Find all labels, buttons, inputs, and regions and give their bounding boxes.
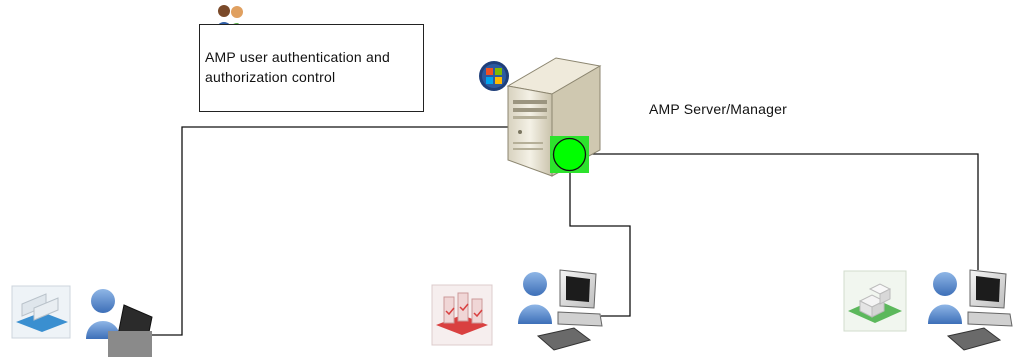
windows-logo-icon: [479, 61, 509, 91]
link-server-right-client: [590, 153, 979, 270]
server-label: AMP Server/Manager: [649, 101, 787, 117]
link-server-center-client: [569, 172, 631, 317]
red-app-icon: [431, 284, 493, 346]
laptop-user-icon: [86, 289, 153, 357]
link-server-left-client: [147, 126, 508, 336]
green-cubes-app-icon: [843, 270, 907, 332]
connection-lines: [147, 126, 979, 336]
blue-cubes-app-icon: [11, 285, 71, 339]
auth-control-box: AMP user authentication and authorizatio…: [199, 24, 424, 112]
green-status-circle: [550, 136, 589, 173]
desktop-user-icon: [518, 269, 603, 351]
desktop-user-icon: [928, 269, 1013, 351]
auth-control-label: AMP user authentication and authorizatio…: [205, 49, 390, 85]
